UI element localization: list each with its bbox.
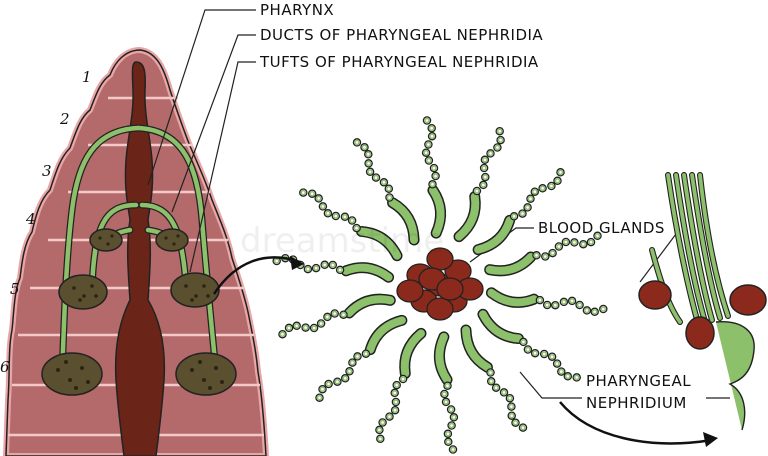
nephridium-cluster xyxy=(272,116,608,454)
blood-gland xyxy=(396,279,424,303)
tuft-dots xyxy=(56,234,224,390)
nephridium-arm xyxy=(433,331,459,454)
segment-number: 4 xyxy=(25,210,36,228)
nephridium-arm xyxy=(460,324,528,432)
nephridium-arm xyxy=(375,327,427,444)
arrow-to-cluster xyxy=(212,256,301,295)
arrows xyxy=(212,256,713,445)
arrow-to-detail xyxy=(559,401,713,445)
nephridial-tufts xyxy=(41,228,237,396)
label-tufts: TUFTS OF PHARYNGEAL NEPHRIDIA xyxy=(259,53,539,71)
segment-number: 1 xyxy=(82,68,92,86)
nephridium-arm xyxy=(272,253,395,283)
label-ducts: DUCTS OF PHARYNGEAL NEPHRIDIA xyxy=(260,26,543,44)
nephridium-detail xyxy=(649,172,731,333)
segment-numbers: 1 2 3 4 5 6 xyxy=(0,68,92,376)
segment-number: 2 xyxy=(59,110,70,128)
watermark: dreamstime xyxy=(240,221,444,261)
segment-number: 3 xyxy=(42,162,52,180)
arrowheads xyxy=(290,256,718,447)
nephridium-arm xyxy=(299,188,403,262)
nephridium-arm xyxy=(352,138,420,246)
segment-number: 5 xyxy=(10,280,20,298)
nephridium-arm xyxy=(484,231,602,277)
label-nephridium-line1: PHARYNGEAL xyxy=(586,372,691,390)
labels: PHARYNX DUCTS OF PHARYNGEAL NEPHRIDIA TU… xyxy=(259,1,691,412)
pharynx xyxy=(114,61,166,456)
detail-spiral xyxy=(715,321,755,431)
label-pharynx: PHARYNX xyxy=(260,1,334,19)
blood-gland xyxy=(426,297,454,321)
leader-lines xyxy=(147,9,730,399)
nephridium-arm xyxy=(485,287,608,317)
nephridium-arm xyxy=(477,308,581,382)
label-nephridium-line2: NEPHRIDIUM xyxy=(586,394,687,412)
nephridium-arm xyxy=(421,116,447,239)
nephridium-arm xyxy=(472,168,565,256)
detail-blood-glands xyxy=(638,280,767,350)
segment-number: 6 xyxy=(0,358,10,376)
blood-gland xyxy=(436,277,464,301)
nephridium-arm xyxy=(453,126,505,243)
label-blood-glands: BLOOD GLANDS xyxy=(538,219,665,237)
nephridium-arm xyxy=(315,314,408,402)
nephridium-arm xyxy=(278,293,396,339)
